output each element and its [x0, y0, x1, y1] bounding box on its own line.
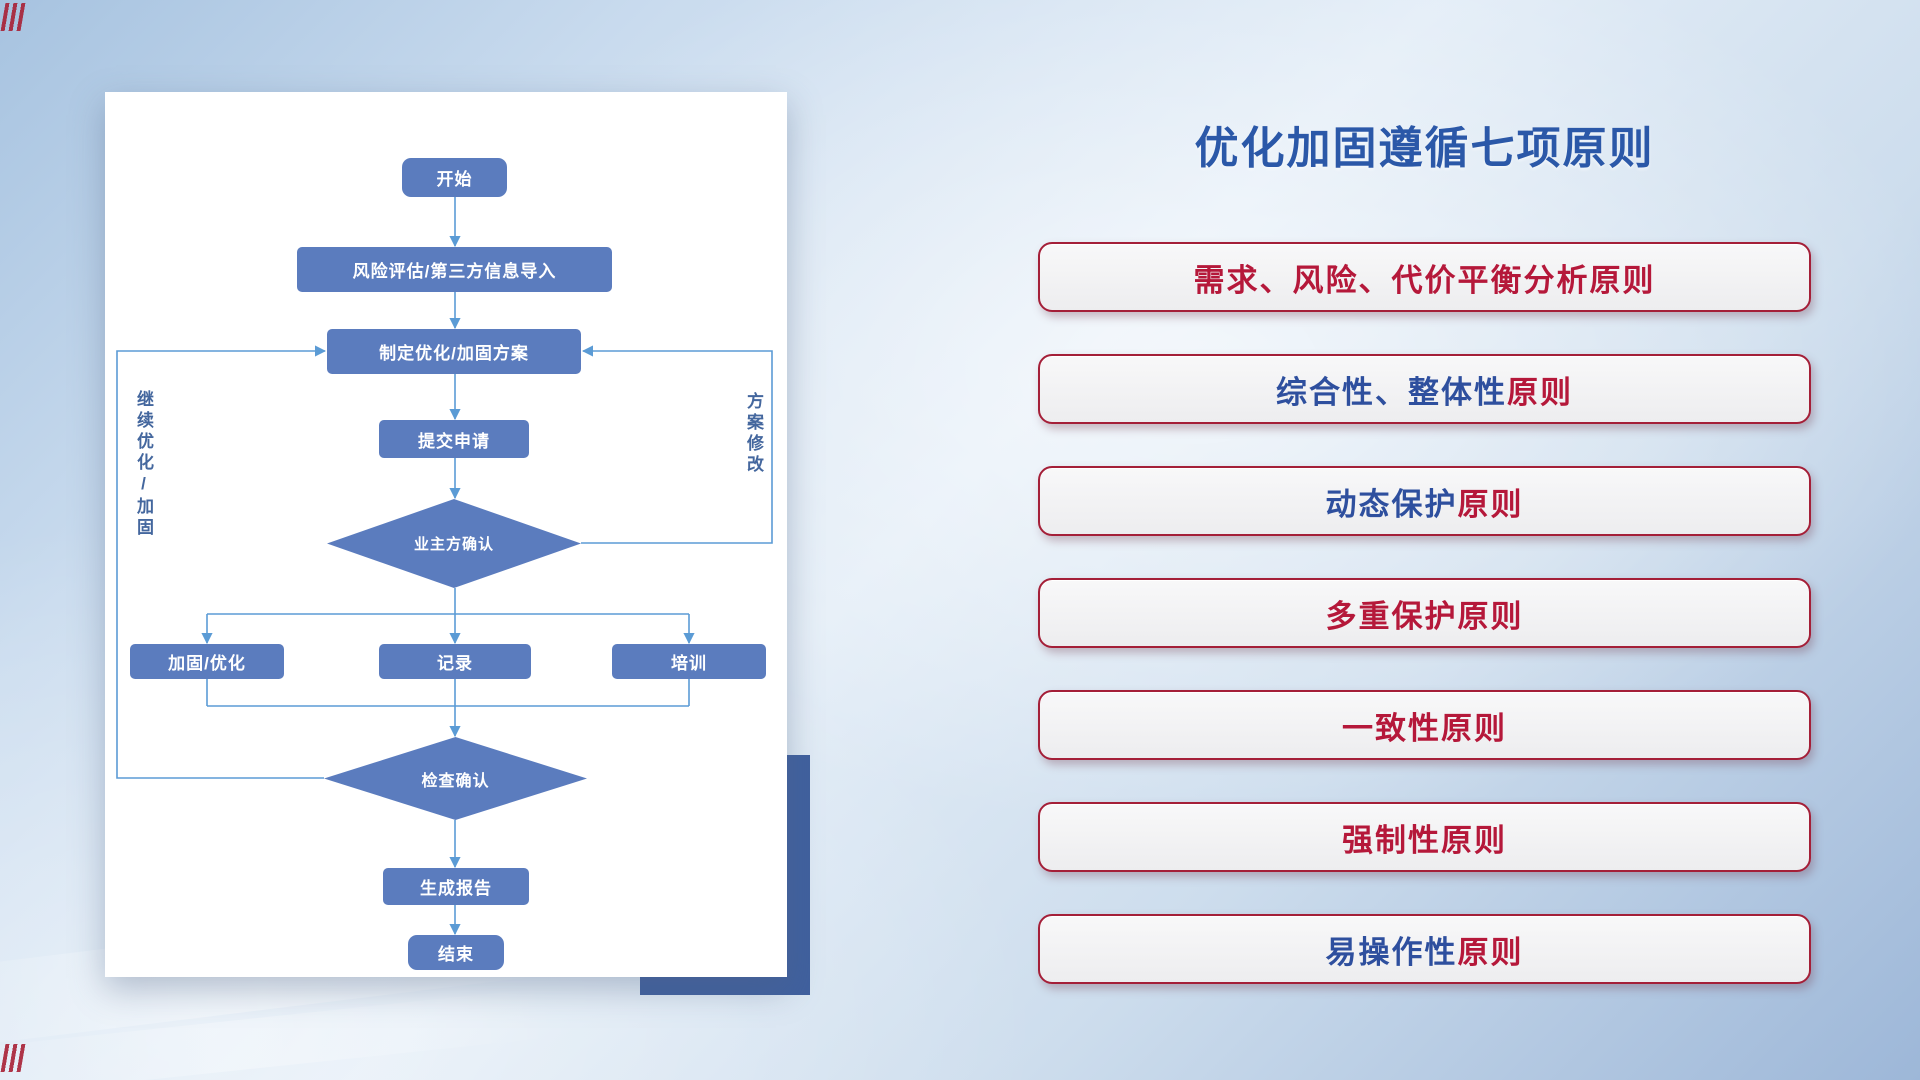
principle-card-balance: 需求、风险、代价平衡分析原则: [1038, 242, 1811, 312]
corner-decoration-bottom-left: [0, 1044, 26, 1072]
flowchart-card: 开始 风险评估/第三方信息导入 制定优化/加固方案 提交申请 业主方确认 加固/…: [105, 92, 787, 977]
principle-text: 综合性、整体性: [1276, 374, 1507, 410]
flowchart-node-generate-report: 生成报告: [383, 868, 529, 905]
principles-list: 需求、风险、代价平衡分析原则 综合性、整体性原则 动态保护原则 多重保护原则 一…: [1038, 242, 1811, 984]
principle-text: 强制性原则: [1342, 822, 1507, 858]
flowchart-node-end: 结束: [408, 935, 504, 970]
corner-decoration-top-left: [0, 3, 26, 31]
background-streak: [0, 986, 561, 1080]
principle-card-comprehensive: 综合性、整体性原则: [1038, 354, 1811, 424]
principle-text: 易操作性: [1325, 934, 1458, 970]
principle-card-dynamic-protection: 动态保护原则: [1038, 466, 1811, 536]
principle-text: 原则: [1457, 486, 1524, 522]
flowchart-node-start: 开始: [402, 158, 507, 197]
flowchart-node-make-plan: 制定优化/加固方案: [327, 329, 581, 374]
flowchart-node-training: 培训: [612, 644, 766, 679]
principle-text: 原则: [1507, 374, 1573, 410]
flowchart-node-submit-request: 提交申请: [379, 420, 529, 458]
flowchart-node-risk-import: 风险评估/第三方信息导入: [297, 247, 612, 292]
principle-card-mandatory: 强制性原则: [1038, 802, 1811, 872]
flowchart-node-harden-optimize: 加固/优化: [130, 644, 284, 679]
principle-text: 需求、风险、代价平衡分析原则: [1193, 262, 1656, 298]
principle-text: 一致性原则: [1342, 710, 1507, 746]
principle-card-operability: 易操作性原则: [1038, 914, 1811, 984]
side-label-continue-optimize: 继续优化/加固: [134, 390, 153, 539]
page-title: 优化加固遵循七项原则: [1194, 124, 1655, 173]
side-label-plan-revise: 方案修改: [744, 392, 763, 476]
principle-card-consistency: 一致性原则: [1038, 690, 1811, 760]
principle-card-multi-protection: 多重保护原则: [1038, 578, 1811, 648]
principle-text: 动态保护: [1325, 486, 1458, 522]
principle-text: 原则: [1457, 934, 1524, 970]
flowchart-connectors: [116, 197, 773, 936]
flowchart-node-record: 记录: [379, 644, 531, 679]
principle-text: 多重保护原则: [1325, 598, 1524, 634]
